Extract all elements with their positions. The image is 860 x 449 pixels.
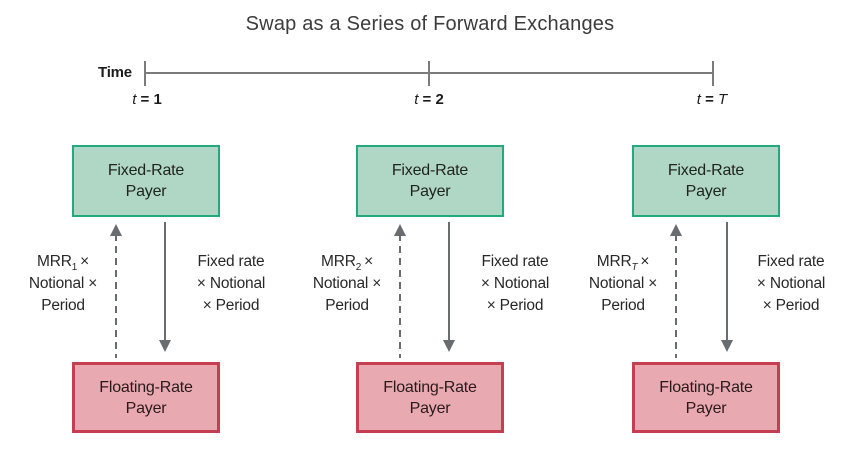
floating-rate-payer-label-line2: Payer [685, 399, 727, 417]
fixed-rate-payer-box: Fixed-Rate Payer [356, 145, 504, 217]
fixed-leg-line2: × Notional [480, 275, 550, 292]
fixed-leg-label: Fixed rate × Notional × Period [462, 251, 568, 317]
times-sign: × [80, 253, 89, 270]
timeline-tick-T [712, 61, 714, 86]
fixed-payment-arrow [721, 222, 733, 352]
arrow-up-icon [670, 224, 682, 236]
dashed-arrow-shaft [115, 234, 117, 358]
floating-rate-payer-box: Floating-Rate Payer [632, 362, 780, 433]
mrr-text: MRR [321, 253, 356, 270]
fixed-payment-arrow [159, 222, 171, 352]
equals-sign: = [705, 91, 714, 108]
floating-leg-line2: Notional × [312, 275, 382, 292]
dashed-arrow-shaft [675, 234, 677, 358]
mrr-subscript: 1 [71, 262, 78, 274]
fixed-rate-payer-label-line2: Payer [685, 183, 727, 200]
t-value: T [718, 91, 728, 108]
floating-leg-line2: Notional × [588, 275, 658, 292]
mrr-subscript: 2 [355, 262, 362, 274]
equals-sign: = [140, 91, 150, 108]
equals-sign: = [422, 91, 432, 108]
times-sign: × [640, 253, 650, 270]
t-variable: t [132, 91, 137, 108]
floating-leg-label: MRR1× Notional × Period [10, 251, 116, 317]
fixed-leg-line3: × Period [202, 297, 260, 314]
floating-rate-payer-box: Floating-Rate Payer [72, 362, 220, 433]
floating-leg-line3: Period [41, 297, 85, 314]
arrow-up-icon [110, 224, 122, 236]
fixed-leg-line1: Fixed rate [197, 253, 265, 270]
fixed-leg-line1: Fixed rate [757, 253, 825, 270]
floating-leg-label: MRRT× Notional × Period [570, 251, 676, 317]
t-value: 1 [153, 91, 162, 108]
fixed-rate-payer-label-line2: Payer [409, 183, 451, 200]
floating-rate-payer-label-line1: Floating-Rate [99, 378, 193, 396]
fixed-rate-payer-label-line1: Fixed-Rate [107, 162, 185, 179]
floating-payment-arrow [110, 224, 122, 358]
floating-leg-line2: Notional × [28, 275, 98, 292]
fixed-rate-payer-box: Fixed-Rate Payer [72, 145, 220, 217]
fixed-rate-payer-box: Fixed-Rate Payer [632, 145, 780, 217]
t-value: 2 [435, 91, 444, 108]
floating-leg-line3: Period [325, 297, 369, 314]
floating-leg-line1: MRR2× [294, 251, 400, 273]
solid-arrow-shaft [448, 222, 450, 342]
floating-rate-payer-label-line2: Payer [125, 399, 167, 417]
floating-rate-payer-box: Floating-Rate Payer [356, 362, 504, 433]
arrow-down-icon [721, 340, 733, 352]
fixed-leg-label: Fixed rate × Notional × Period [178, 251, 284, 317]
times-sign: × [364, 253, 373, 270]
timeline-label-tT: t = T [672, 91, 752, 108]
timeline-tick-1 [144, 61, 146, 86]
mrr-subscript: T [631, 262, 638, 274]
solid-arrow-shaft [726, 222, 728, 342]
fixed-leg-label: Fixed rate × Notional × Period [738, 251, 844, 317]
timeline-label-t2: t = 2 [389, 91, 469, 108]
timeline-time-label: Time [98, 64, 132, 81]
timeline-axis [146, 72, 714, 74]
diagram-title: Swap as a Series of Forward Exchanges [245, 13, 615, 35]
floating-payment-arrow [670, 224, 682, 358]
fixed-leg-line2: × Notional [196, 275, 266, 292]
floating-rate-payer-label-line1: Floating-Rate [659, 378, 753, 396]
floating-leg-label: MRR2× Notional × Period [294, 251, 400, 317]
arrow-down-icon [159, 340, 171, 352]
fixed-rate-payer-label-line1: Fixed-Rate [667, 162, 745, 179]
fixed-leg-line3: × Period [486, 297, 544, 314]
t-variable: t [696, 91, 701, 108]
solid-arrow-shaft [164, 222, 166, 342]
arrow-down-icon [443, 340, 455, 352]
fixed-rate-payer-label-line1: Fixed-Rate [391, 162, 469, 179]
fixed-leg-line1: Fixed rate [481, 253, 549, 270]
fixed-leg-line3: × Period [762, 297, 820, 314]
arrow-up-icon [394, 224, 406, 236]
timeline-label-t1: t = 1 [107, 91, 187, 108]
t-variable: t [414, 91, 419, 108]
mrr-text: MRR [596, 253, 632, 270]
floating-payment-arrow [394, 224, 406, 358]
floating-rate-payer-label-line1: Floating-Rate [383, 378, 477, 396]
floating-leg-line1: MRR1× [10, 251, 116, 273]
timeline-tick-2 [428, 61, 430, 86]
mrr-text: MRR [37, 253, 72, 270]
fixed-leg-line2: × Notional [756, 275, 826, 292]
dashed-arrow-shaft [399, 234, 401, 358]
fixed-rate-payer-label-line2: Payer [125, 183, 167, 200]
floating-leg-line3: Period [601, 297, 645, 314]
fixed-payment-arrow [443, 222, 455, 352]
floating-leg-line1: MRRT× [570, 251, 676, 273]
floating-rate-payer-label-line2: Payer [409, 399, 451, 417]
